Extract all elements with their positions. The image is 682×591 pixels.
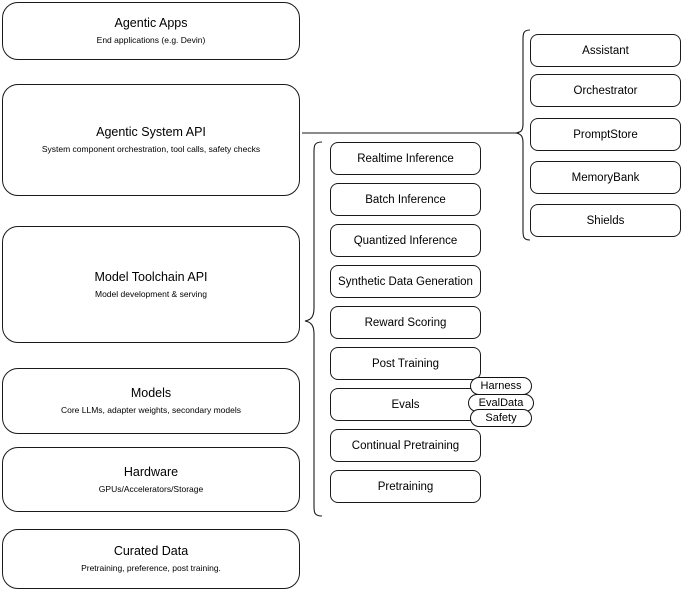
chip-post-training[interactable]: Post Training <box>330 347 481 380</box>
chip-label: Reward Scoring <box>364 316 447 329</box>
badge-harness[interactable]: Harness <box>470 377 532 395</box>
chip-label: Realtime Inference <box>357 152 454 165</box>
chip-pretraining[interactable]: Pretraining <box>330 470 481 503</box>
chip-evals[interactable]: Evals <box>330 388 481 421</box>
layer-box-models[interactable]: Models Core LLMs, adapter weights, secon… <box>2 368 300 434</box>
badge-label: Safety <box>485 412 517 424</box>
chip-reward-scoring[interactable]: Reward Scoring <box>330 306 481 339</box>
layer-subtitle: Core LLMs, adapter weights, secondary mo… <box>60 405 241 415</box>
layer-box-agentic-apps[interactable]: Agentic Apps End applications (e.g. Devi… <box>2 2 300 60</box>
layer-box-model-toolchain-api[interactable]: Model Toolchain API Model development & … <box>2 226 300 343</box>
chip-label: Assistant <box>582 44 629 57</box>
chip-orchestrator[interactable]: Orchestrator <box>530 74 681 107</box>
chip-promptstore[interactable]: PromptStore <box>530 118 681 151</box>
chip-label: MemoryBank <box>571 171 640 184</box>
brace-toolchain <box>304 141 323 517</box>
chip-batch-inference[interactable]: Batch Inference <box>330 183 481 216</box>
chip-realtime-inference[interactable]: Realtime Inference <box>330 142 481 175</box>
chip-memorybank[interactable]: MemoryBank <box>530 161 681 194</box>
layer-subtitle: Pretraining, preference, post training. <box>81 563 221 573</box>
chip-label: Orchestrator <box>573 84 638 97</box>
layer-subtitle: System component orchestration, tool cal… <box>41 144 261 154</box>
layer-title: Models <box>130 386 172 401</box>
layer-title: Agentic Apps <box>114 16 188 31</box>
badge-safety[interactable]: Safety <box>470 409 532 427</box>
chip-label: Pretraining <box>377 480 434 493</box>
badge-label: EvalData <box>478 397 524 409</box>
chip-label: Batch Inference <box>365 193 446 206</box>
layer-subtitle: Model development & serving <box>95 288 207 299</box>
chip-shields[interactable]: Shields <box>530 204 681 237</box>
chip-label: Evals <box>391 398 420 411</box>
badge-label: Harness <box>480 380 522 392</box>
chip-synthetic-data-generation[interactable]: Synthetic Data Generation <box>330 265 481 298</box>
chip-quantized-inference[interactable]: Quantized Inference <box>330 224 481 257</box>
chip-label: Shields <box>586 214 625 227</box>
layer-title: Model Toolchain API <box>94 269 208 284</box>
layer-subtitle: End applications (e.g. Devin) <box>96 35 206 45</box>
layer-title: Hardware <box>123 464 179 479</box>
chip-label: Post Training <box>371 357 440 370</box>
chip-label: Synthetic Data Generation <box>338 275 473 288</box>
layer-title: Curated Data <box>113 544 189 559</box>
chip-label: Quantized Inference <box>353 234 458 247</box>
chip-continual-pretraining[interactable]: Continual Pretraining <box>330 429 481 462</box>
layer-box-hardware[interactable]: Hardware GPUs/Accelerators/Storage <box>2 447 300 512</box>
layer-subtitle: GPUs/Accelerators/Storage <box>98 483 204 494</box>
chip-assistant[interactable]: Assistant <box>530 34 681 67</box>
chip-label: PromptStore <box>573 128 638 141</box>
layer-box-curated-data[interactable]: Curated Data Pretraining, preference, po… <box>2 529 300 589</box>
chip-label: Continual Pretraining <box>351 439 460 452</box>
layer-title: Agentic System API <box>96 125 206 140</box>
layer-box-agentic-system-api[interactable]: Agentic System API System component orch… <box>2 84 300 196</box>
